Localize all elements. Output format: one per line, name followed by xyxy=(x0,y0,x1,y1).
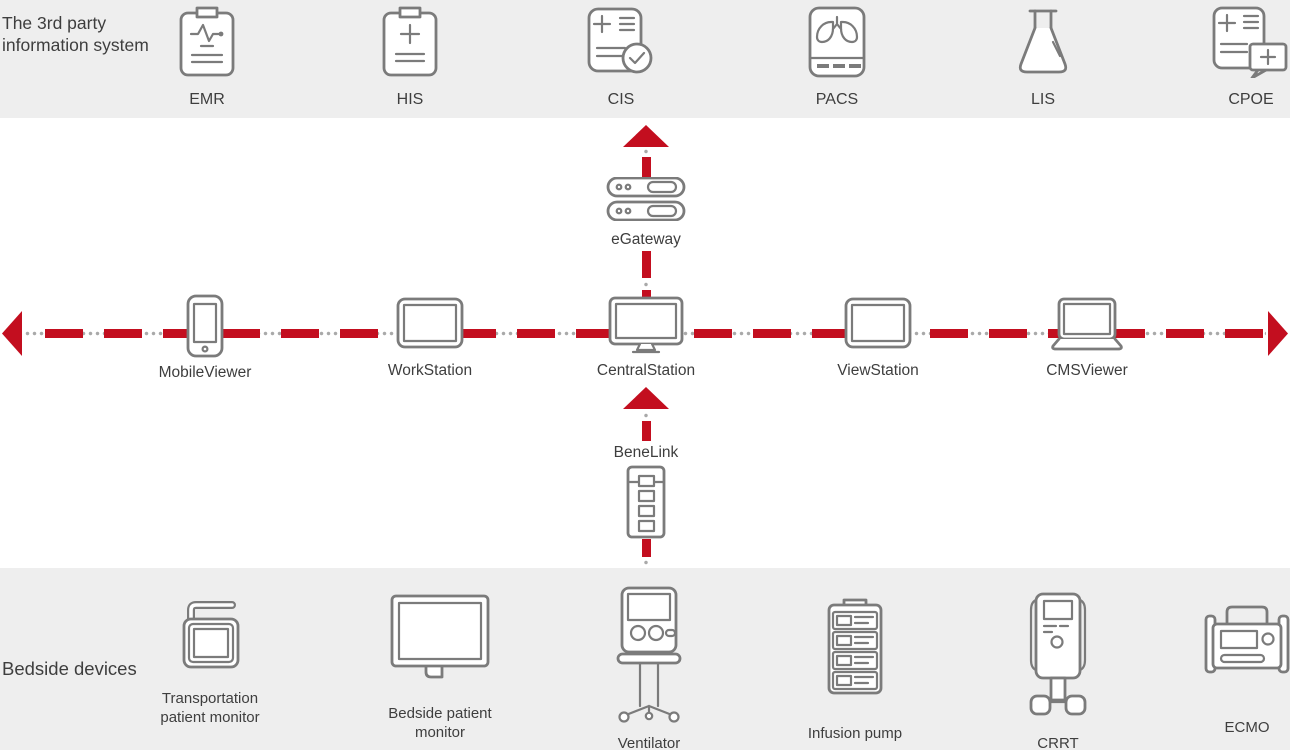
device-centralstation: CentralStation xyxy=(566,296,726,380)
egateway-label: eGateway xyxy=(611,231,681,248)
benelink-module-icon xyxy=(626,465,666,539)
benelink-label: BeneLink xyxy=(613,444,679,461)
bedside-device-label: Bedside patient xyxy=(388,705,492,722)
bedside-device-label: Transportation xyxy=(161,690,259,707)
egateway-up-arrow-icon xyxy=(623,125,669,147)
link-dots xyxy=(644,148,648,156)
benelink-up-arrow-icon xyxy=(623,387,669,409)
system-label: EMR xyxy=(189,91,225,108)
device-label: ViewStation xyxy=(837,362,919,379)
system-emr: EMR xyxy=(127,4,287,109)
system-label: PACS xyxy=(815,91,859,108)
device-workstation: WorkStation xyxy=(350,297,510,380)
link-dots xyxy=(644,281,648,288)
device-viewstation: ViewStation xyxy=(798,297,958,380)
desktop-monitor-icon xyxy=(608,296,684,354)
link-dots xyxy=(644,412,648,419)
infusion-pump-icon xyxy=(827,598,883,695)
bedside-transport-monitor: Transportation patient monitor xyxy=(110,597,310,727)
device-mobileviewer: MobileViewer xyxy=(125,294,285,382)
system-pacs: PACS xyxy=(757,4,917,109)
third-party-heading: The 3rd party information system xyxy=(2,12,149,56)
bedside-infusion-pump: Infusion pump xyxy=(755,598,955,743)
bedside-device-label: patient monitor xyxy=(160,709,260,726)
system-cpoe: CPOE xyxy=(1171,4,1290,109)
smartphone-icon xyxy=(186,294,224,358)
crrt-machine-icon xyxy=(1029,592,1087,716)
laptop-icon xyxy=(1051,297,1123,351)
device-label: CentralStation xyxy=(596,362,696,379)
tablet-icon xyxy=(396,297,464,349)
bedside-crrt: CRRT xyxy=(958,592,1158,750)
bedside-device-label: Ventilator xyxy=(617,735,681,750)
bedside-monitor-icon xyxy=(390,594,490,679)
system-label: HIS xyxy=(396,91,424,108)
system-label: LIS xyxy=(1030,91,1055,108)
bedside-patient-monitor: Bedside patient monitor xyxy=(340,594,540,742)
device-label: CMSViewer xyxy=(1046,362,1128,379)
lungs-screen-icon xyxy=(808,6,866,78)
bedside-device-label: CRRT xyxy=(1037,735,1079,750)
system-label: CIS xyxy=(607,91,635,108)
link-dash xyxy=(641,251,651,278)
link-dash xyxy=(641,421,651,441)
device-label: MobileViewer xyxy=(158,364,252,381)
transport-monitor-icon xyxy=(182,601,240,669)
system-his: HIS xyxy=(330,4,490,109)
clipboard-plus-icon xyxy=(382,6,438,77)
system-label: CPOE xyxy=(1228,91,1274,108)
system-lis: LIS xyxy=(963,4,1123,109)
bedside-device-label: monitor xyxy=(414,724,465,741)
egateway-device xyxy=(606,177,686,221)
link-dots xyxy=(644,559,648,567)
clipboard-ecg-icon xyxy=(179,6,235,77)
link-dash xyxy=(641,290,651,299)
bedside-devices-heading: Bedside devices xyxy=(2,658,137,679)
backbone-arrow-right-icon xyxy=(1268,311,1288,356)
document-check-icon xyxy=(587,7,653,74)
bedside-ecmo: ECMO xyxy=(1147,600,1290,737)
bedside-ventilator: Ventilator xyxy=(549,586,749,750)
link-dash xyxy=(641,157,651,178)
heading-line-2: information system xyxy=(2,35,149,55)
document-speech-plus-icon xyxy=(1212,6,1288,78)
bedside-device-label: ECMO xyxy=(1224,719,1270,736)
heading-line-1: The 3rd party xyxy=(2,13,107,33)
benelink-device xyxy=(625,465,667,539)
backbone-arrow-left-icon xyxy=(2,311,22,356)
device-cmsviewer: CMSViewer xyxy=(1007,297,1167,380)
lab-flask-icon xyxy=(1018,9,1068,74)
bedside-device-label: Infusion pump xyxy=(807,725,903,742)
device-label: WorkStation xyxy=(387,362,473,379)
system-cis: CIS xyxy=(541,4,701,109)
ecmo-machine-icon xyxy=(1204,605,1290,674)
ventilator-icon xyxy=(616,586,682,723)
server-stack-icon xyxy=(606,177,686,221)
tablet-icon xyxy=(844,297,912,349)
link-dash xyxy=(641,539,651,557)
